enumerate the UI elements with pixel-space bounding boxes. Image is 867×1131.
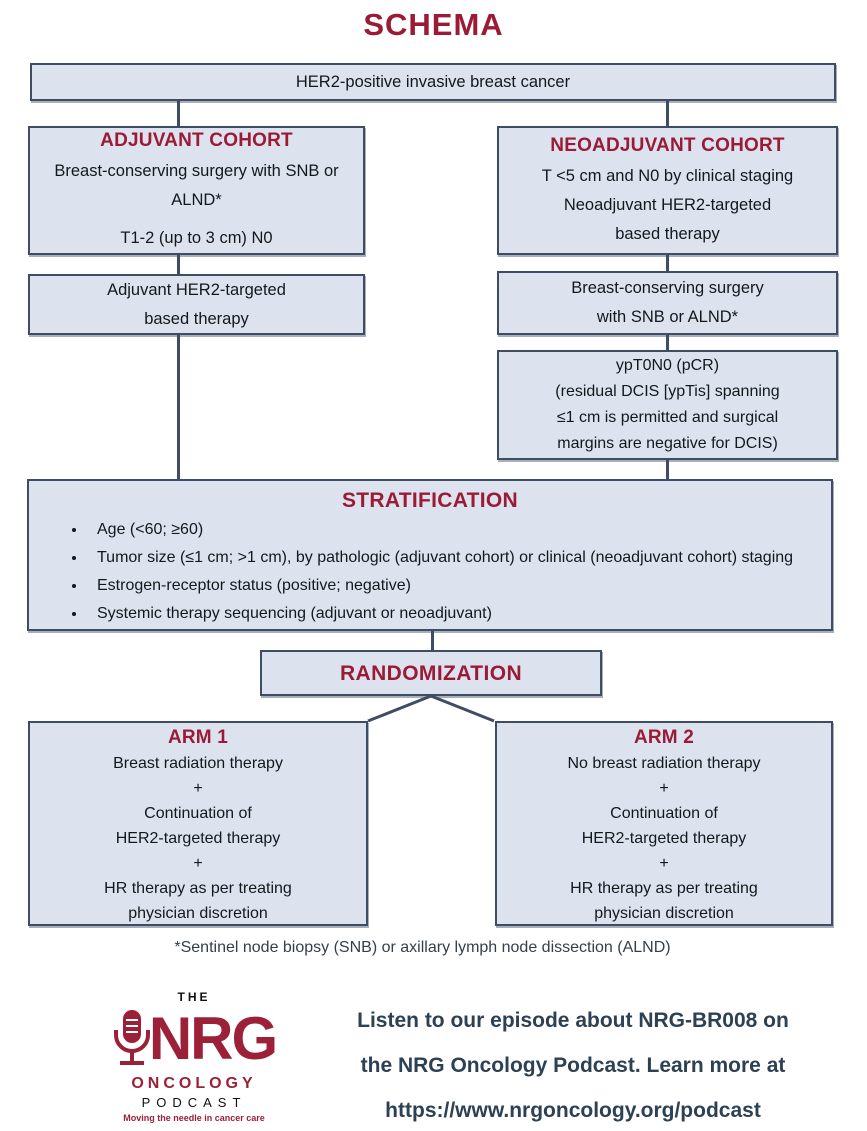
promo-url[interactable]: https://www.nrgoncology.org/podcast xyxy=(385,1099,761,1122)
adjuvant-cohort-box: ADJUVANT COHORT Breast-conserving surger… xyxy=(28,126,365,255)
adjuvant-therapy-box: Adjuvant HER2-targeted based therapy xyxy=(28,274,365,335)
podcast-promo: Listen to our episode about NRG-BR008 on… xyxy=(283,998,863,1131)
arm2-line: HR therapy as per treating physician dis… xyxy=(570,880,758,922)
her2-root-label: HER2-positive invasive breast cancer xyxy=(295,72,571,91)
pcr-line4: margins are negative for DCIS) xyxy=(557,435,778,452)
connector-surgery-to-pcr xyxy=(666,335,669,350)
neoadjuvant-cohort-line1: T <5 cm and N0 by clinical staging xyxy=(541,166,794,185)
connector-top-to-neoadjuvant xyxy=(666,101,669,126)
stratification-box: STRATIFICATION Age (<60; ≥60) Tumor size… xyxy=(27,479,833,631)
adjuvant-therapy-line2: based therapy xyxy=(144,309,249,328)
randomization-title: RANDOMIZATION xyxy=(339,661,523,685)
branch-connector xyxy=(367,694,495,723)
logo-the-label: THE xyxy=(177,990,211,1004)
logo-podcast-label: PODCAST xyxy=(141,1095,247,1110)
arm2-line: HER2-targeted therapy xyxy=(581,830,747,847)
page-title: SCHEMA xyxy=(363,7,504,42)
arm2-box: ARM 2 No breast radiation therapy + Cont… xyxy=(495,721,833,926)
footnote: *Sentinel node biopsy (SNB) or axillary … xyxy=(174,939,671,956)
connector-therapy-to-stratification xyxy=(177,335,180,479)
surgery-line2: with SNB or ALND* xyxy=(596,308,739,326)
adjuvant-cohort-title: ADJUVANT COHORT xyxy=(100,130,293,151)
stratification-bullet: Tumor size (≤1 cm; >1 cm), by pathologic… xyxy=(87,547,797,568)
neoadjuvant-cohort-line2: Neoadjuvant HER2-targeted xyxy=(563,195,772,214)
connector-stratification-to-randomization xyxy=(431,631,434,650)
neoadjuvant-cohort-title: NEOADJUVANT COHORT xyxy=(550,134,785,156)
pcr-line3: ≤1 cm is permitted and surgical xyxy=(556,409,779,426)
arm1-plus: + xyxy=(193,855,203,872)
arm1-plus: + xyxy=(193,780,203,797)
connector-pcr-to-stratification xyxy=(666,460,669,479)
stratification-bullet: Age (<60; ≥60) xyxy=(87,519,797,540)
microphone-icon xyxy=(113,1010,150,1065)
arm2-title: ARM 2 xyxy=(633,727,695,748)
arm2-line: Continuation of xyxy=(610,805,718,822)
neoadjuvant-cohort-line3: based therapy xyxy=(615,224,720,243)
stratification-list: Age (<60; ≥60) Tumor size (≤1 cm; >1 cm)… xyxy=(43,519,817,631)
pcr-line2: (residual DCIS [ypTis] spanning xyxy=(555,383,780,400)
surgery-box: Breast-conserving surgery with SNB or AL… xyxy=(497,271,838,335)
neoadjuvant-cohort-box: NEOADJUVANT COHORT T <5 cm and N0 by cli… xyxy=(497,126,838,255)
pcr-line1: ypT0N0 (pCR) xyxy=(615,357,720,374)
logo-oncology-label: ONCOLOGY xyxy=(131,1075,257,1092)
stratification-bullet: Estrogen-receptor status (positive; nega… xyxy=(87,575,797,596)
arm1-line: HR therapy as per treating physician dis… xyxy=(104,880,292,922)
nrg-podcast-logo: THE NRG ONCOLOGY PODCAST Moving the need… xyxy=(103,990,285,1124)
stratification-title: STRATIFICATION xyxy=(341,489,519,512)
arm1-line: Continuation of xyxy=(144,805,252,822)
connector-adjuvant-to-therapy xyxy=(177,255,180,274)
logo-nrg-label: NRG xyxy=(148,1005,278,1072)
logo-nrg-row: NRG xyxy=(103,1004,285,1074)
her2-root-box: HER2-positive invasive breast cancer xyxy=(30,63,836,101)
promo-line1: Listen to our episode about NRG-BR008 on xyxy=(357,1009,789,1032)
adjuvant-cohort-line2: T1-2 (up to 3 cm) N0 xyxy=(120,229,273,247)
randomization-box: RANDOMIZATION xyxy=(260,650,602,696)
arm2-plus: + xyxy=(659,780,669,797)
promo-line2: the NRG Oncology Podcast. Learn more at xyxy=(360,1054,786,1077)
connector-top-to-adjuvant xyxy=(177,101,180,126)
arm1-line: Breast radiation therapy xyxy=(113,755,283,772)
adjuvant-cohort-line1: Breast-conserving surgery with SNB or AL… xyxy=(54,162,339,209)
arm2-plus: + xyxy=(659,855,669,872)
arm2-line: No breast radiation therapy xyxy=(567,755,761,772)
connector-neoadjuvant-to-surgery xyxy=(666,255,669,271)
arm1-line: HER2-targeted therapy xyxy=(115,830,281,847)
surgery-line1: Breast-conserving surgery xyxy=(571,279,764,297)
adjuvant-therapy-line1: Adjuvant HER2-targeted xyxy=(107,280,286,299)
arm1-box: ARM 1 Breast radiation therapy + Continu… xyxy=(28,721,368,926)
pcr-box: ypT0N0 (pCR) (residual DCIS [ypTis] span… xyxy=(497,350,838,460)
logo-tagline: Moving the needle in cancer care xyxy=(123,1113,265,1123)
stratification-bullet: Systemic therapy sequencing (adjuvant or… xyxy=(87,603,797,624)
arm1-title: ARM 1 xyxy=(167,727,229,748)
